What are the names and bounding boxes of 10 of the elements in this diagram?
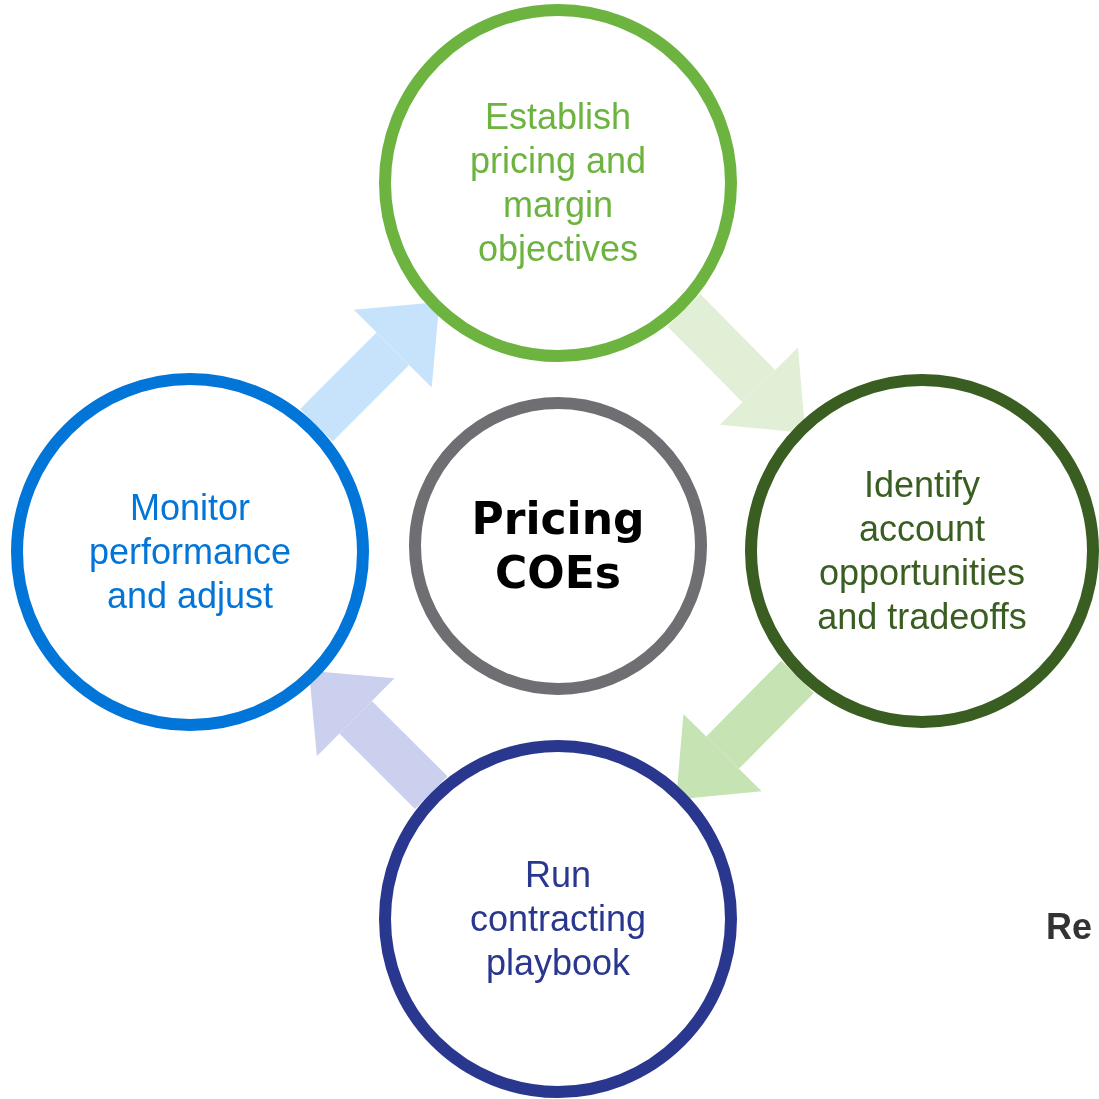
- block-arrow: [676, 660, 814, 800]
- partial-label: Re: [1046, 906, 1093, 948]
- step-text: Identify account opportunities and tradeoffs: [816, 463, 1028, 639]
- step-text: Establish pricing and margin objectives: [468, 95, 648, 271]
- step-text: Monitor performance and adjust: [87, 486, 293, 618]
- block-arrow: [300, 301, 440, 442]
- block-arrow: [308, 670, 448, 809]
- step-text: Run contracting playbook: [468, 853, 648, 985]
- center-title: Pricing COEs: [470, 492, 646, 600]
- block-arrow: [667, 294, 806, 433]
